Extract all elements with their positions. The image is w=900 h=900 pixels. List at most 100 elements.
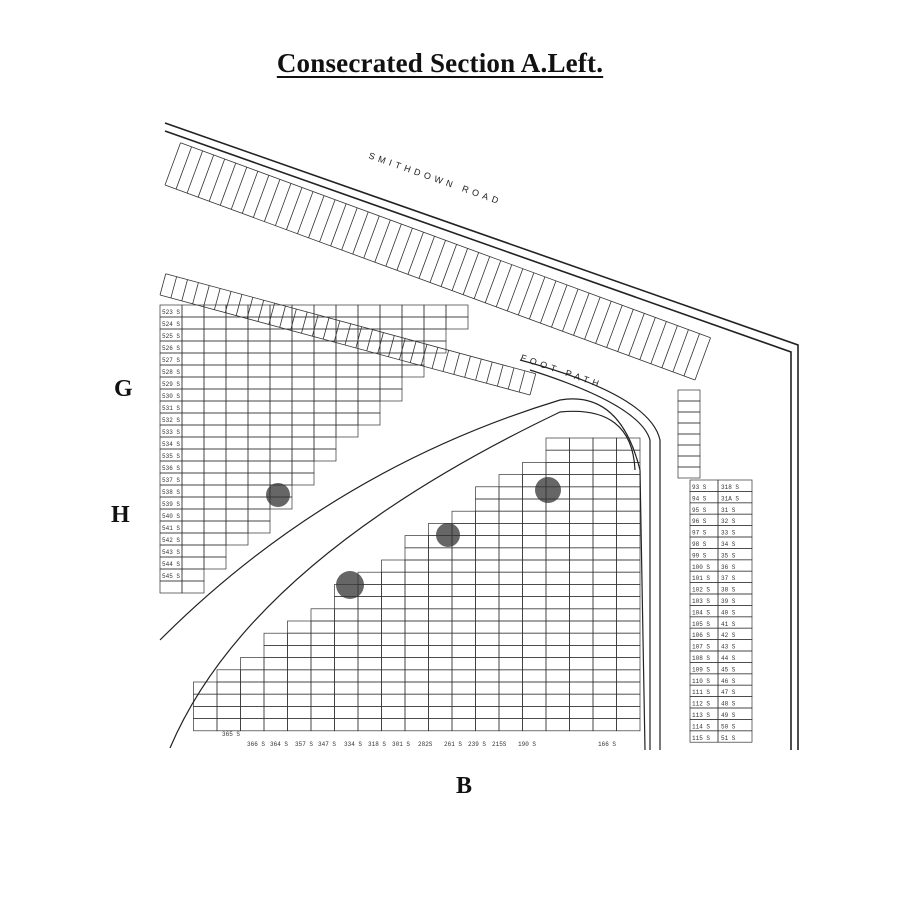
plot-cell	[451, 620, 476, 634]
plot-label: 538 S	[162, 489, 180, 496]
plot-cell	[717, 730, 753, 743]
plot-label: 31A S	[721, 495, 739, 502]
plot-cell	[310, 620, 335, 634]
strip-edge	[165, 273, 536, 375]
plot-cell	[423, 304, 447, 318]
plot-cell	[269, 388, 293, 402]
plot-cell	[247, 364, 271, 378]
plot-label: 110 S	[692, 678, 710, 685]
plot-label: 536 S	[162, 465, 180, 472]
plot-cell	[335, 424, 359, 438]
plot-divider	[496, 364, 504, 387]
plot-label: 528 S	[162, 369, 180, 376]
plot-cell	[428, 669, 453, 683]
curved-path-outer	[159, 398, 646, 751]
plot-cell	[498, 645, 523, 658]
plot-cell	[404, 669, 429, 683]
plot-cell	[181, 388, 205, 402]
plot-divider	[396, 227, 413, 271]
plot-cell	[569, 510, 594, 524]
plot-divider	[486, 361, 493, 384]
plot-cell	[401, 364, 425, 378]
plot-label: 545 S	[162, 573, 180, 580]
plot-divider	[230, 167, 248, 210]
plot-cell	[404, 706, 429, 719]
plot-cell	[225, 484, 249, 498]
plot-cell	[404, 620, 429, 634]
plot-cell	[475, 547, 500, 561]
plot-divider	[385, 223, 402, 267]
plot-cell	[291, 376, 315, 390]
plot-cell	[334, 669, 359, 683]
plot-cell	[203, 412, 227, 426]
plot-label: 526 S	[162, 345, 180, 352]
plot-divider	[366, 329, 373, 351]
plot-cell	[545, 535, 570, 549]
plot-label: 544 S	[162, 561, 180, 568]
plot-cell	[522, 669, 547, 683]
plot-divider	[208, 158, 226, 202]
plot-cell	[181, 376, 205, 390]
plot-divider	[617, 309, 634, 352]
road-boundary-inner	[164, 130, 792, 750]
plot-cell	[203, 364, 227, 378]
plot-label: 94 S	[692, 495, 707, 502]
plot-cell	[247, 436, 271, 450]
plot-cell	[203, 376, 227, 390]
plot-cell	[616, 584, 641, 597]
plot-label: 100 S	[692, 564, 710, 571]
plot-cell	[310, 669, 335, 683]
plot-cell	[269, 460, 293, 474]
plot-cell	[522, 693, 547, 707]
plot-cell	[677, 444, 701, 457]
plot-cell	[569, 584, 594, 597]
plot-cell	[291, 460, 315, 474]
plot-cell	[269, 436, 293, 450]
plot-cell	[475, 620, 500, 634]
plot-cell	[310, 693, 335, 707]
plot-cell	[313, 400, 337, 414]
plot-cell	[569, 523, 594, 536]
plot-cell	[381, 706, 406, 719]
plot-cell	[181, 424, 205, 438]
plot-cell	[404, 632, 429, 646]
plot-label: 51 S	[721, 735, 736, 742]
plot-cell	[592, 571, 617, 585]
plot-cell	[269, 472, 293, 486]
plot-cell	[193, 718, 218, 732]
plot-cell	[193, 706, 218, 719]
plot-cell	[225, 520, 249, 534]
plot-label: 543 S	[162, 549, 180, 556]
plot-cell	[216, 693, 241, 707]
plot-cell	[357, 718, 382, 732]
plot-cell	[545, 510, 570, 524]
plot-cell	[522, 632, 547, 646]
plot-cell	[545, 718, 570, 732]
plot-cell	[592, 681, 617, 695]
plot-cell	[287, 645, 312, 658]
plot-label: 365 S	[222, 731, 240, 738]
plot-cell	[451, 693, 476, 707]
plot-cell	[263, 706, 288, 719]
plot-cell	[592, 596, 617, 610]
plot-cell	[545, 559, 570, 573]
plot-label: 215S	[492, 741, 507, 748]
plot-cell	[451, 571, 476, 585]
plot-cell	[240, 693, 265, 707]
plot-cell	[545, 449, 570, 463]
plot-cell	[247, 328, 271, 342]
plot-cell	[569, 669, 594, 683]
plot-cell	[451, 645, 476, 658]
plot-label: 239 S	[468, 741, 486, 748]
plot-cell	[404, 571, 429, 585]
plot-divider	[639, 317, 656, 360]
plot-cell	[404, 596, 429, 610]
plot-cell	[181, 568, 205, 582]
plot-cell	[475, 523, 500, 536]
plot-divider	[407, 232, 424, 275]
plot-label: 540 S	[162, 513, 180, 520]
plot-cell	[181, 580, 205, 594]
plot-cell	[225, 508, 249, 522]
plot-cell	[522, 596, 547, 610]
plot-divider	[311, 314, 319, 337]
